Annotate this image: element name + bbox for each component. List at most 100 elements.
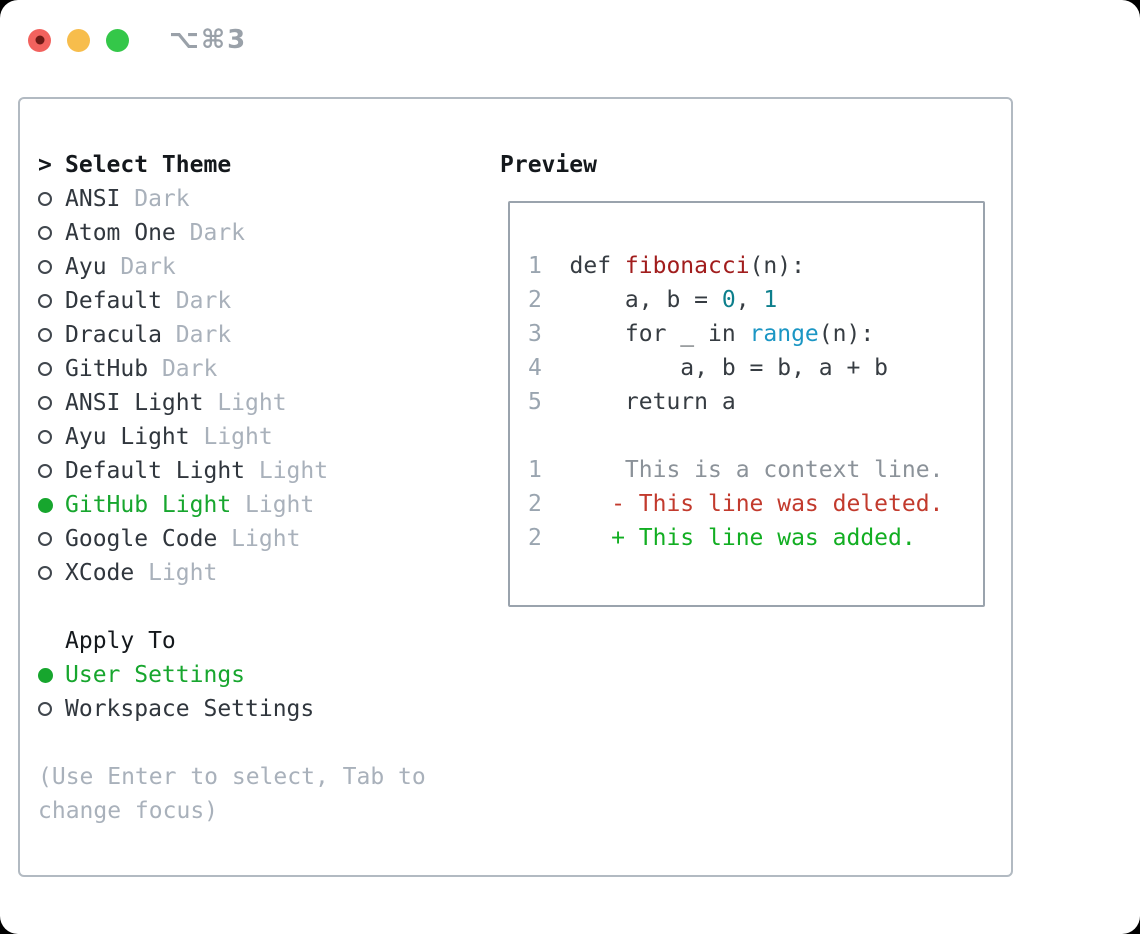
minimize-button[interactable] <box>67 28 90 52</box>
theme-option-default-light[interactable]: Default Light Light <box>38 454 488 488</box>
preview-title: Preview <box>500 152 597 178</box>
code-token: 1 <box>763 287 778 313</box>
theme-option-ansi-light[interactable]: ANSI Light Light <box>38 386 488 420</box>
radio-icon <box>38 532 65 546</box>
apply-option-workspace-settings[interactable]: Workspace Settings <box>38 692 488 726</box>
apply-to-title: Apply To <box>65 628 176 654</box>
code-token: fibonacci <box>624 253 750 279</box>
code-token: This is a context line. <box>569 457 944 483</box>
option-variant-label: Light <box>134 560 218 586</box>
code-token: a, b = <box>569 287 722 313</box>
option-label: ANSI <box>65 186 121 212</box>
option-variant-label: Light <box>217 526 301 552</box>
keyboard-hint: (Use Enter to select, Tab to change focu… <box>38 764 426 824</box>
radio-icon <box>38 328 65 342</box>
code-line: 3 for _ in range(n): <box>528 317 943 351</box>
theme-option-ayu[interactable]: Ayu Dark <box>38 250 488 284</box>
zoom-button[interactable] <box>106 28 129 52</box>
option-label: Dracula <box>65 322 162 348</box>
option-label: XCode <box>65 560 135 586</box>
code-token: def <box>569 253 625 279</box>
code-token: a, b = b, a + b <box>569 355 889 381</box>
option-variant-label: Dark <box>148 356 218 382</box>
theme-option-ayu-light[interactable]: Ayu Light Light <box>38 420 488 454</box>
radio-icon <box>38 362 65 376</box>
option-variant-label: Light <box>189 424 273 450</box>
title-bar: ⌥⌘3 <box>28 25 247 55</box>
close-button[interactable] <box>28 28 51 52</box>
radio-icon <box>38 430 65 444</box>
radio-icon <box>38 702 65 716</box>
option-label: Atom One <box>65 220 176 246</box>
theme-option-google-code[interactable]: Google Code Light <box>38 522 488 556</box>
option-label: Google Code <box>65 526 218 552</box>
option-label: Default <box>65 288 162 314</box>
code-token: range <box>749 321 819 347</box>
radio-icon <box>38 464 65 478</box>
theme-option-ansi[interactable]: ANSI Dark <box>38 182 488 216</box>
code-token: 0 <box>721 287 736 313</box>
radio-icon <box>38 260 65 274</box>
code-line: 2 + This line was added. <box>528 521 943 555</box>
option-label: GitHub <box>65 356 149 382</box>
code-line: 1 This is a context line. <box>528 453 943 487</box>
code-line: 4 a, b = b, a + b <box>528 351 943 385</box>
line-number <box>528 419 570 453</box>
prompt-icon: > <box>38 152 52 178</box>
option-variant-label: Light <box>245 458 329 484</box>
select-theme-title: Select Theme <box>65 152 232 178</box>
option-label: ANSI Light <box>65 390 204 416</box>
theme-option-xcode[interactable]: XCode Light <box>38 556 488 590</box>
option-variant-label: Light <box>203 390 287 416</box>
radio-selected-icon <box>38 667 65 683</box>
select-theme-header: > Select Theme <box>38 148 488 182</box>
radio-icon <box>38 192 65 206</box>
line-number: 2 <box>528 287 542 313</box>
theme-option-dracula[interactable]: Dracula Dark <box>38 318 488 352</box>
theme-option-default[interactable]: Default Dark <box>38 284 488 318</box>
line-number: 4 <box>528 355 542 381</box>
apply-option-user-settings[interactable]: User Settings <box>38 658 488 692</box>
option-variant-label: Dark <box>120 186 190 212</box>
option-variant-label: Dark <box>161 322 232 348</box>
radio-icon <box>38 294 65 308</box>
theme-option-github[interactable]: GitHub Dark <box>38 352 488 386</box>
code-line <box>528 419 943 453</box>
code-line: 2 - This line was deleted. <box>528 487 943 521</box>
option-label: Ayu <box>65 254 107 280</box>
radio-icon <box>38 396 65 410</box>
option-label: Workspace Settings <box>65 696 315 722</box>
option-label: User Settings <box>65 662 246 688</box>
theme-option-github-light[interactable]: GitHub Light Light <box>38 488 488 522</box>
code-line: 2 a, b = 0, 1 <box>528 283 943 317</box>
theme-option-atom-one[interactable]: Atom One Dark <box>38 216 488 250</box>
option-label: GitHub Light <box>65 492 232 518</box>
option-variant-label: Dark <box>161 288 232 314</box>
code-token: - This line was deleted. <box>569 491 944 517</box>
radio-icon <box>38 226 65 240</box>
code-token: + This line was added. <box>569 525 916 551</box>
option-variant-label: Dark <box>106 254 176 280</box>
radio-selected-icon <box>38 497 65 513</box>
line-number: 2 <box>528 491 542 517</box>
apply-to-header: Apply To <box>38 624 488 658</box>
line-number: 5 <box>528 389 542 415</box>
spacer <box>38 590 488 624</box>
option-variant-label: Light <box>231 492 315 518</box>
code-token: return a <box>569 389 736 415</box>
close-dot-icon <box>35 35 44 45</box>
line-number: 2 <box>528 525 542 551</box>
radio-icon <box>38 566 65 580</box>
keyboard-shortcut-label: ⌥⌘3 <box>169 25 248 55</box>
code-token: for _ in <box>569 321 750 347</box>
line-number: 1 <box>528 457 542 483</box>
line-number: 3 <box>528 321 542 347</box>
